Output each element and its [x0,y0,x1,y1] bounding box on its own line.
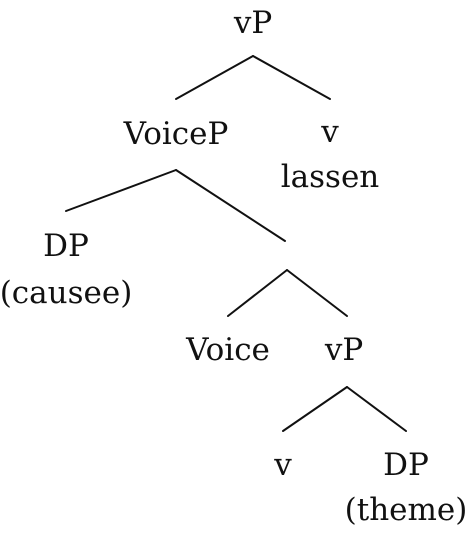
node-lower-v: v [273,447,292,483]
edge-root-to-v [252,55,331,100]
node-v-upper: v [320,114,339,150]
node-theme-dp: DP [383,447,429,483]
node-voicep: VoiceP [123,116,229,152]
edge-root-to-voicep [175,55,254,100]
edge-voice-bar-to-lower-vp [286,269,348,317]
edge-lower-vp-to-v [282,386,348,432]
edge-voicep-to-causee-dp [65,169,177,212]
node-theme-dp-role: (theme) [345,492,468,528]
edge-voice-bar-to-voice [227,269,288,317]
edge-lower-vp-to-theme-dp [346,386,407,432]
node-root-vp: vP [233,5,272,41]
edge-voicep-to-voice-bar [175,169,286,242]
node-causee-dp: DP [43,228,89,264]
node-lower-vp: vP [324,332,363,368]
node-causee-dp-role: (causee) [0,275,132,311]
node-voice: Voice [185,332,270,368]
node-v-upper-lexical-label: lassen [281,159,380,195]
